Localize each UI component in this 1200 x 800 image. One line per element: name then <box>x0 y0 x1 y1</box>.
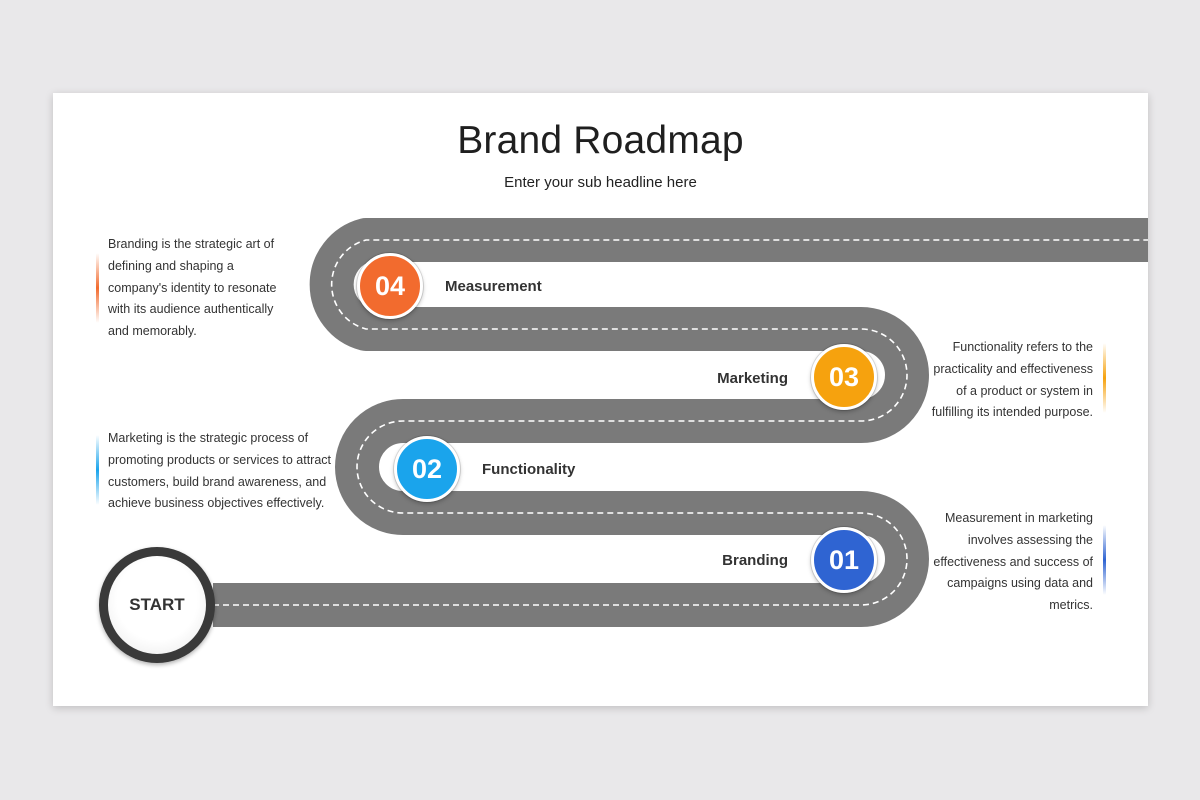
description-line: customers, build brand awareness, and <box>108 474 327 489</box>
description-line: defining and shaping a <box>108 258 234 273</box>
description-line: practicality and effectiveness <box>933 361 1093 376</box>
description-line: campaigns using data and <box>947 576 1093 591</box>
step-badge-01: 01 <box>811 527 877 593</box>
description-line: Branding is the strategic art of <box>108 237 275 251</box>
description-line: involves assessing the <box>967 532 1093 547</box>
description-line: and memorably. <box>108 324 197 339</box>
accent-bar-orange <box>96 253 99 323</box>
page-subtitle: Enter your sub headline here <box>504 174 697 191</box>
description-left-top: Branding is the strategic art of definin… <box>108 234 308 343</box>
description-line: of a product or system in <box>956 383 1093 398</box>
step-number: 03 <box>828 361 860 392</box>
description-line: Measurement in marketing <box>945 511 1093 525</box>
step-number: 01 <box>828 544 860 575</box>
description-line: fulfilling its intended purpose. <box>931 405 1093 420</box>
step-number: 02 <box>411 453 443 484</box>
description-line: achieve business objectives effectively. <box>108 496 325 511</box>
description-line: Functionality refers to the <box>952 340 1093 354</box>
start-marker: START <box>99 547 215 663</box>
accent-bar-sky <box>96 435 99 505</box>
start-label: START <box>108 556 206 654</box>
step-label-marketing: Marketing <box>717 370 788 387</box>
step-label-measurement: Measurement <box>445 278 542 295</box>
description-line: promoting products or services to attrac… <box>108 452 332 467</box>
accent-bar-blue <box>1103 525 1106 595</box>
description-line: effectiveness and success of <box>933 554 1093 569</box>
description-line: metrics. <box>1049 598 1093 613</box>
step-badge-02: 02 <box>394 436 460 502</box>
step-label-branding: Branding <box>722 552 788 569</box>
description-right-top: Functionality refers to the practicality… <box>893 337 1093 424</box>
step-badge-04: 04 <box>357 253 423 319</box>
accent-bar-amber <box>1103 343 1106 413</box>
step-badge-03: 03 <box>811 344 877 410</box>
description-line: company's identity to resonate <box>108 280 277 295</box>
description-line: Marketing is the strategic process of <box>108 431 309 445</box>
roadmap-road <box>213 218 1148 627</box>
description-right-bottom: Measurement in marketing involves assess… <box>893 508 1093 617</box>
road-lane-marking <box>213 239 1148 606</box>
slide: Brand Roadmap Enter your sub headline he… <box>53 93 1148 706</box>
page-title: Brand Roadmap <box>457 119 744 162</box>
description-line: with its audience authentically <box>108 302 274 317</box>
step-label-functionality: Functionality <box>482 461 576 478</box>
description-left-bottom: Marketing is the strategic process of pr… <box>108 428 348 515</box>
step-number: 04 <box>374 270 406 301</box>
